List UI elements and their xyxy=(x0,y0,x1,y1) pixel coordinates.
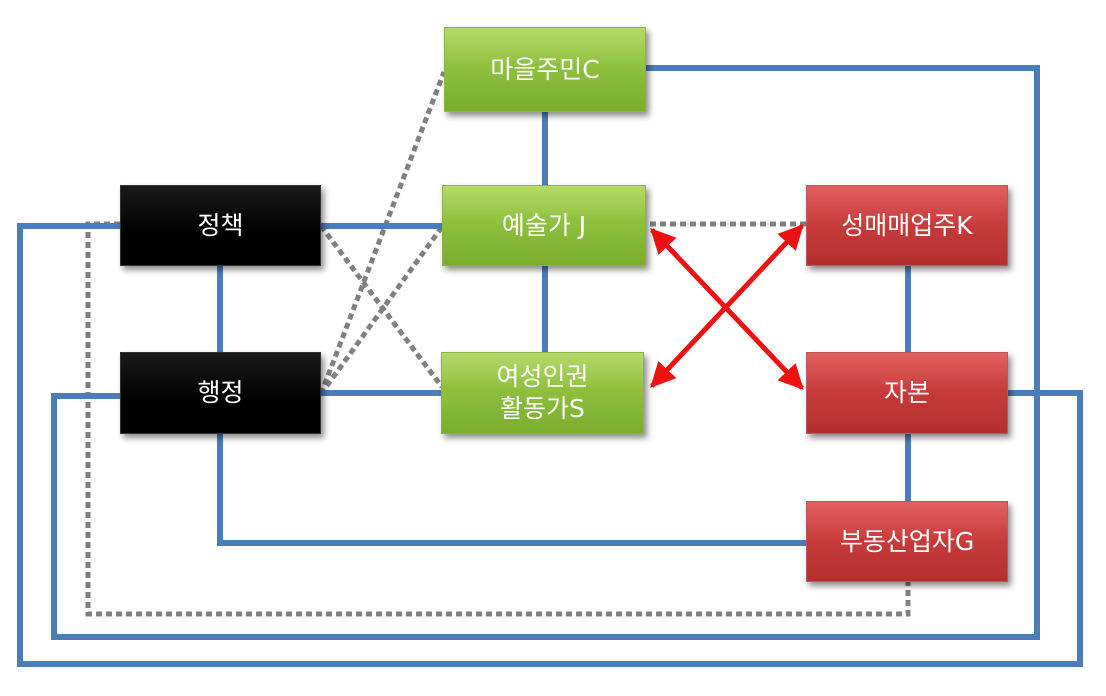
node-women-rights-s: 여성인권 활동가S xyxy=(441,352,644,434)
node-administration-label: 행정 xyxy=(197,378,244,407)
node-administration: 행정 xyxy=(120,352,321,434)
node-villager-c-label: 마을주민C xyxy=(490,54,600,84)
dotted-line-admin-to-artist xyxy=(318,222,447,396)
node-policy-label: 정책 xyxy=(197,210,244,240)
line-capital-loop-policy xyxy=(17,223,1083,667)
node-real-estate-g: 부동산업자G xyxy=(806,501,1008,582)
node-sex-business-k-label: 성매매업주K xyxy=(841,210,973,240)
node-real-estate-g-label: 부동산업자G xyxy=(839,526,975,556)
arrow-women-sexbiz xyxy=(650,224,804,388)
node-capital-label: 자본 xyxy=(883,378,930,407)
node-policy: 정책 xyxy=(120,185,321,266)
node-artist-j-label: 예술가 J xyxy=(501,210,587,240)
line-admin-realestate xyxy=(217,434,806,546)
line-villager-loop-admin xyxy=(51,65,1040,640)
node-sex-business-k: 성매매업주K xyxy=(806,185,1008,266)
node-villager-c: 마을주민C xyxy=(444,27,646,112)
dotted-line-policy-to-women xyxy=(319,224,444,389)
node-artist-j: 예술가 J xyxy=(442,185,646,266)
node-women-rights-s-label: 여성인권 활동가S xyxy=(496,362,589,423)
node-capital: 자본 xyxy=(806,352,1008,434)
dotted-line-admin-to-villager xyxy=(318,71,447,395)
